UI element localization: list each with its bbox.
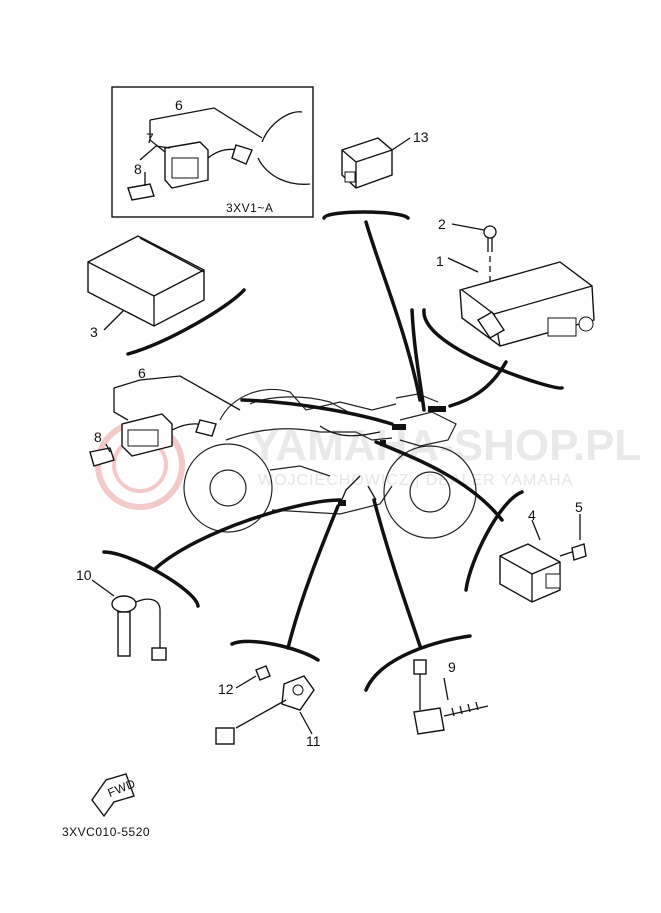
- part-10-switch: 10: [76, 498, 342, 661]
- watermark: YAMAHA-SHOP.PL WOJCIECHOWICZ | DEALER YA…: [95, 420, 641, 510]
- footer-code: 3XVC010-5520: [62, 825, 150, 839]
- label-1: 1: [436, 253, 444, 269]
- label-9: 9: [448, 659, 456, 675]
- part-3-box: 3: [87, 235, 246, 356]
- label-7: 7: [146, 130, 154, 146]
- label-8-inset: 8: [134, 161, 142, 177]
- label-4: 4: [528, 507, 536, 523]
- part-1-2-cdi-unit: 2 1: [422, 216, 595, 390]
- label-10: 10: [76, 567, 92, 583]
- part-9-switch: 9: [364, 498, 489, 735]
- label-8: 8: [94, 429, 102, 445]
- watermark-subtext: WOJCIECHOWICZ | DEALER YAMAHA: [258, 472, 573, 489]
- label-2: 2: [438, 216, 446, 232]
- label-5: 5: [575, 499, 583, 515]
- part-11-12-sensor: 12 11: [215, 504, 340, 749]
- watermark-text: YAMAHA-SHOP.PL: [250, 421, 641, 470]
- fwd-arrow-icon: FWD: [91, 773, 138, 818]
- label-3: 3: [90, 324, 98, 340]
- label-12: 12: [218, 681, 234, 697]
- part-6-8-relay-assembly: 6 8: [89, 365, 394, 467]
- label-6: 6: [138, 365, 146, 381]
- inset-code: 3XV1~A: [226, 201, 273, 215]
- wiring-harness: [319, 220, 508, 506]
- inset-box: 6 7 8 3XV1~A: [111, 86, 314, 218]
- part-4-5-regulator: 4 5: [374, 440, 587, 603]
- label-11: 11: [306, 733, 321, 749]
- label-6-inset: 6: [175, 97, 183, 113]
- label-13: 13: [413, 129, 429, 145]
- part-13-relay: 13: [322, 129, 429, 220]
